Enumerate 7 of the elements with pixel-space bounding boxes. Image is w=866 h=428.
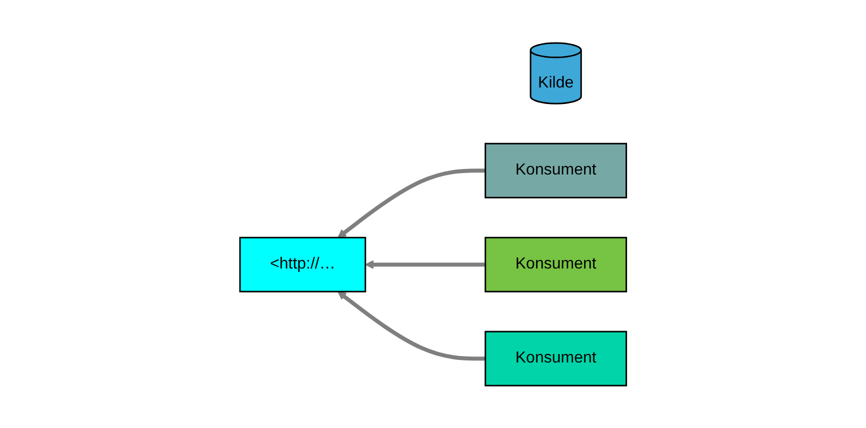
node-box: <http://… xyxy=(239,236,366,292)
arrow xyxy=(337,290,486,360)
arrow xyxy=(364,260,486,269)
node-box: Konsument xyxy=(484,330,627,386)
node-box: Konsument xyxy=(484,142,627,198)
arrow xyxy=(337,168,486,238)
node-box: Konsument xyxy=(484,236,627,292)
